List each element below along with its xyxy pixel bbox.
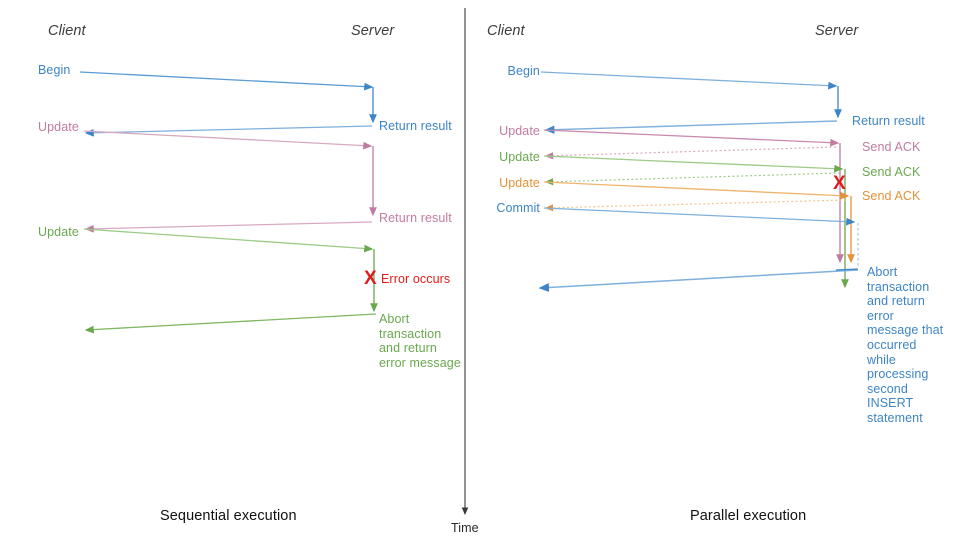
left-error-x-icon: X (364, 268, 377, 289)
abort-return-stub (835, 268, 859, 271)
right-label-send-ack-3: Send ACK (862, 189, 921, 203)
left-label-return-result-2: Return result (379, 211, 452, 225)
arrow-ack2-dotted (544, 172, 841, 186)
arrow-ack1-dotted (544, 146, 837, 160)
left-label-error-occurs: Error occurs (381, 272, 451, 286)
left-actor-client: Client (48, 23, 86, 39)
arrow-commit-request (543, 207, 856, 226)
right-sequence-arrows (538, 71, 859, 292)
time-axis-label: Time (451, 521, 479, 535)
right-caption: Parallel execution (690, 508, 807, 524)
right-label-update-3: Update (499, 176, 540, 190)
right-label-commit: Commit (496, 201, 540, 215)
left-label-update-1: Update (38, 120, 79, 134)
right-label-send-ack-2: Send ACK (862, 165, 921, 179)
left-label-update-2: Update (38, 225, 79, 239)
right-label-update-1: Update (499, 124, 540, 138)
arrow-abort-return-p (538, 269, 859, 292)
arrow-update1-request-p (543, 129, 840, 147)
arrow-return-result-p (544, 120, 838, 134)
right-label-return-result: Return result (852, 114, 925, 128)
left-sequence-arrows (79, 71, 378, 334)
arrow-begin-request-p (540, 71, 838, 90)
arrow-return-result-1 (84, 125, 373, 137)
left-label-begin: Begin (38, 63, 71, 77)
arrow-update1-request (83, 130, 373, 150)
right-label-update-2: Update (499, 150, 540, 164)
arrow-return-result-2 (84, 221, 373, 233)
arrow-begin-request (79, 71, 374, 91)
right-label-begin: Begin (507, 64, 540, 78)
arrow-update2-request-p (543, 155, 844, 173)
right-actor-client: Client (487, 23, 525, 39)
arrow-update2-request (83, 228, 374, 253)
right-actor-server: Server (815, 23, 859, 39)
arrow-abort-return (84, 313, 377, 334)
right-error-x-icon: X (833, 173, 846, 194)
left-actor-server: Server (351, 23, 395, 39)
arrow-ack3-dotted (544, 199, 847, 212)
left-label-return-result-1: Return result (379, 119, 452, 133)
arrow-update3-request-p (543, 181, 850, 200)
right-label-send-ack-1: Send ACK (862, 140, 921, 154)
left-label-abort-message: Abort transaction and return error messa… (379, 312, 461, 370)
left-caption: Sequential execution (160, 508, 297, 524)
right-label-abort-message: Abort transaction and return error messa… (867, 265, 944, 425)
